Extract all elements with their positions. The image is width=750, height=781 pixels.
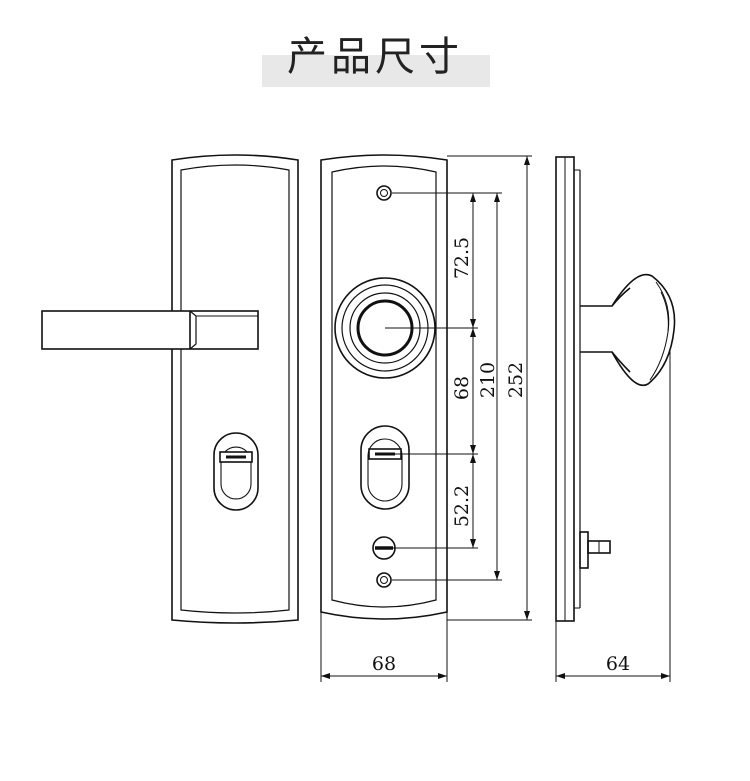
dimension-lines bbox=[320, 155, 671, 682]
dim-label-72-5: 72.5 bbox=[451, 237, 473, 279]
back-plate-view bbox=[320, 154, 448, 620]
side-spindle bbox=[579, 531, 611, 569]
side-profile-view bbox=[555, 156, 676, 622]
lever-plate-front-view bbox=[41, 154, 299, 624]
keyhole-cover-left bbox=[213, 432, 259, 511]
lever-handle bbox=[41, 310, 259, 350]
dim-label-68-width: 68 bbox=[372, 653, 396, 675]
dim-label-68-vertical: 68 bbox=[451, 376, 473, 400]
dim-label-210: 210 bbox=[477, 362, 499, 398]
cylinder-escutcheon bbox=[360, 425, 410, 510]
dimension-arrows bbox=[321, 156, 670, 679]
dim-label-252: 252 bbox=[505, 362, 527, 398]
side-knob bbox=[580, 273, 676, 387]
bottom-screw-hole bbox=[376, 572, 392, 588]
page-title: 产品尺寸 bbox=[287, 34, 463, 80]
title-highlight-bar bbox=[262, 55, 490, 87]
dim-label-64: 64 bbox=[606, 653, 630, 675]
dim-label-52-2: 52.2 bbox=[451, 485, 473, 527]
top-screw-hole bbox=[376, 185, 392, 201]
